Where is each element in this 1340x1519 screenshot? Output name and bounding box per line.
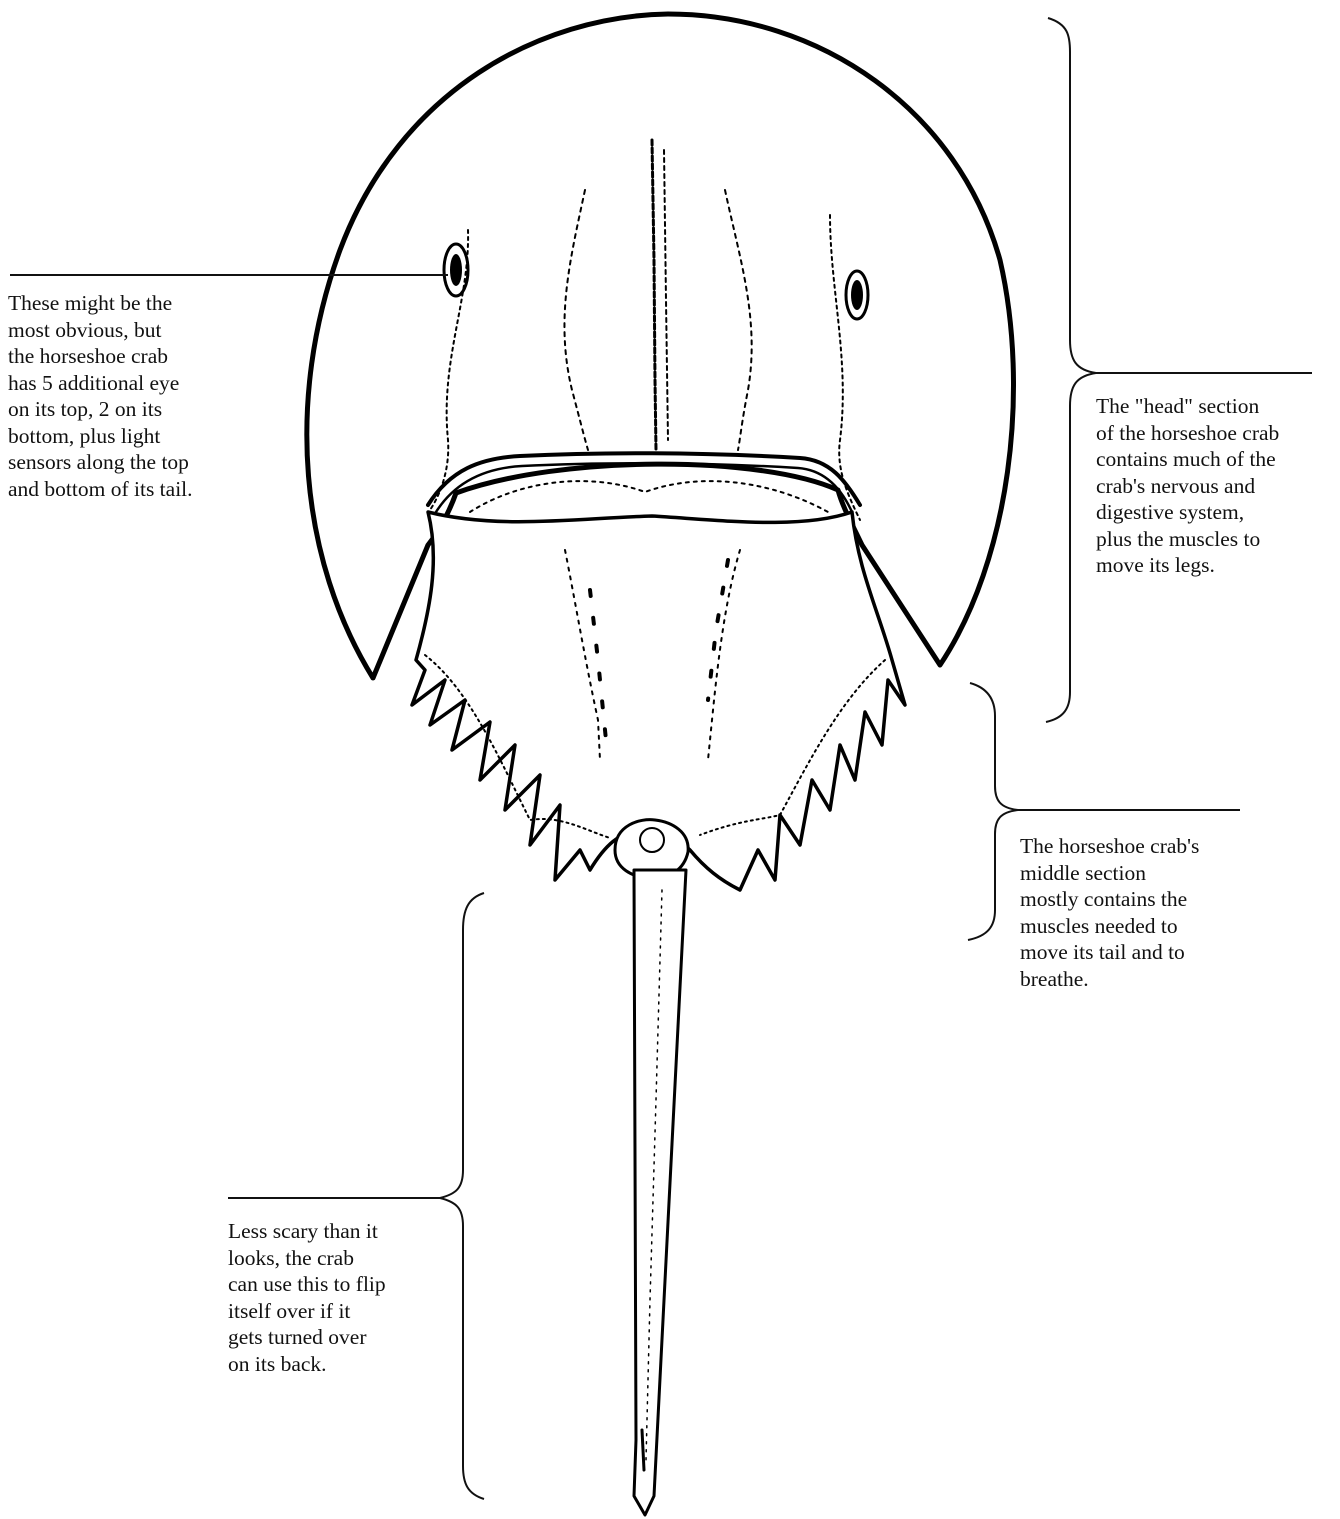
middle-top-ridge <box>470 481 828 512</box>
tail-annotation: Less scary than it looks, the crab can u… <box>228 1218 438 1377</box>
head-section-brace <box>1046 18 1312 722</box>
left-eye-pupil <box>450 254 462 286</box>
tail-telson <box>634 870 686 1515</box>
head-section-annotation: The "head" section of the horseshoe crab… <box>1096 393 1336 579</box>
eyes-annotation: These might be the most obvious, but the… <box>8 290 268 502</box>
right-eye-pupil <box>851 280 863 310</box>
tail-section-brace <box>228 893 484 1499</box>
tail-tip-marking <box>642 1430 644 1470</box>
middle-section-annotation: The horseshoe crab's middle section most… <box>1020 833 1260 992</box>
